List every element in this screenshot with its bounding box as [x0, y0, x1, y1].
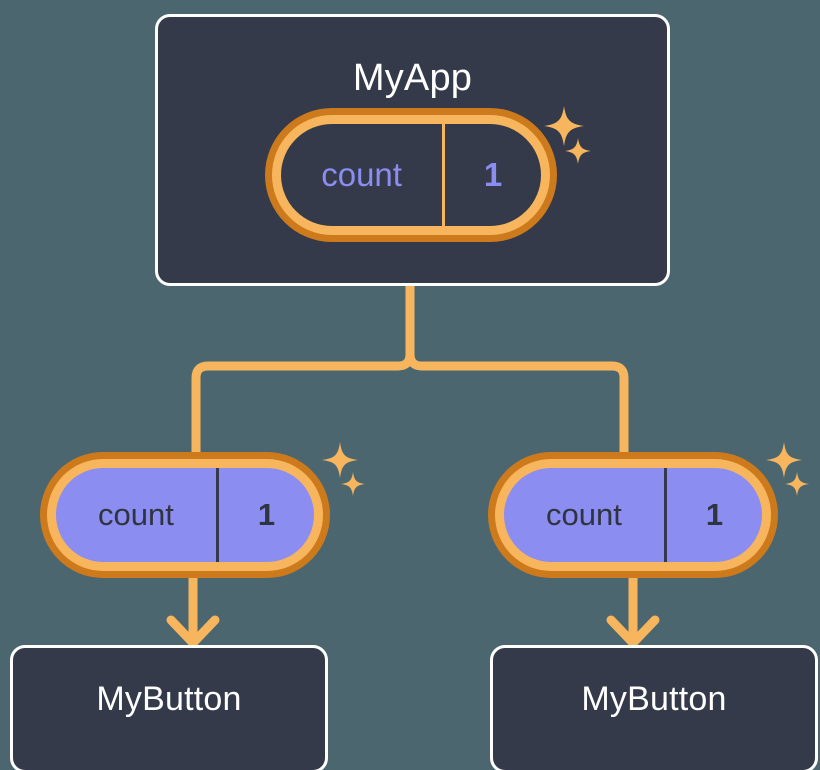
- state-pill-root-body: count 1: [281, 124, 541, 226]
- sparkle-four-point-small-child-2: [785, 472, 809, 496]
- connector-split: [191, 335, 629, 460]
- state-pill-child-1-body: count 1: [56, 468, 314, 562]
- state-pill-root-ring: count 1: [272, 115, 550, 235]
- state-pill-child-2-body: count 1: [504, 468, 762, 562]
- component-card-mybutton-2[interactable]: MyButton: [490, 645, 818, 770]
- arrow-down-icon-right: [606, 615, 660, 648]
- state-key-child-1: count: [98, 497, 174, 532]
- state-pill-child-2[interactable]: count 1: [488, 452, 778, 578]
- state-value-child-1: 1: [215, 468, 314, 562]
- state-pill-child-2-ring: count 1: [495, 459, 771, 571]
- sparkle-four-point-small-child-1: [341, 472, 365, 496]
- state-value-root: 1: [442, 124, 541, 226]
- component-title-mybutton-1: MyButton: [96, 680, 242, 718]
- arrow-down-icon-left: [166, 615, 220, 648]
- state-pill-child-1[interactable]: count 1: [40, 452, 330, 578]
- state-key-child-2: count: [546, 497, 622, 532]
- state-key-root: count: [321, 156, 402, 193]
- state-pill-child-1-ring: count 1: [47, 459, 323, 571]
- component-title-mybutton-2: MyButton: [581, 680, 727, 718]
- state-pill-root[interactable]: count 1: [265, 108, 557, 242]
- component-card-mybutton-1[interactable]: MyButton: [10, 645, 328, 770]
- component-title-myapp: MyApp: [352, 57, 473, 99]
- state-value-child-2: 1: [663, 468, 762, 562]
